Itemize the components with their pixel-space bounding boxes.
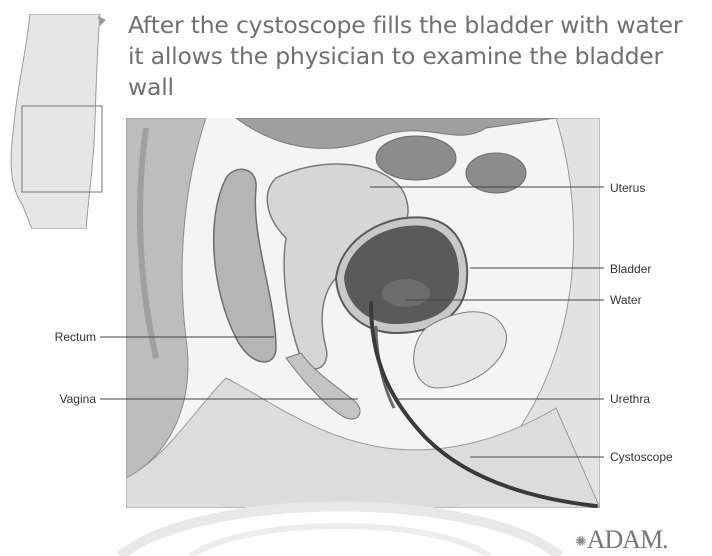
caption-text: After the cystoscope fills the bladder w… — [128, 10, 703, 103]
adam-logo-icon: ✺ — [575, 535, 586, 550]
adam-logo: ✺ADAM. — [575, 525, 668, 555]
adam-logo-text: ADAM. — [587, 525, 668, 554]
label-cystoscope: Cystoscope — [610, 450, 673, 464]
label-rectum: Rectum — [20, 330, 96, 344]
label-uterus: Uterus — [610, 181, 645, 195]
body-thumbnail — [0, 14, 110, 229]
anatomy-illustration — [126, 118, 600, 508]
label-urethra: Urethra — [610, 392, 650, 406]
label-water: Water — [610, 293, 642, 307]
label-bladder: Bladder — [610, 262, 651, 276]
label-vagina: Vagina — [20, 392, 96, 406]
